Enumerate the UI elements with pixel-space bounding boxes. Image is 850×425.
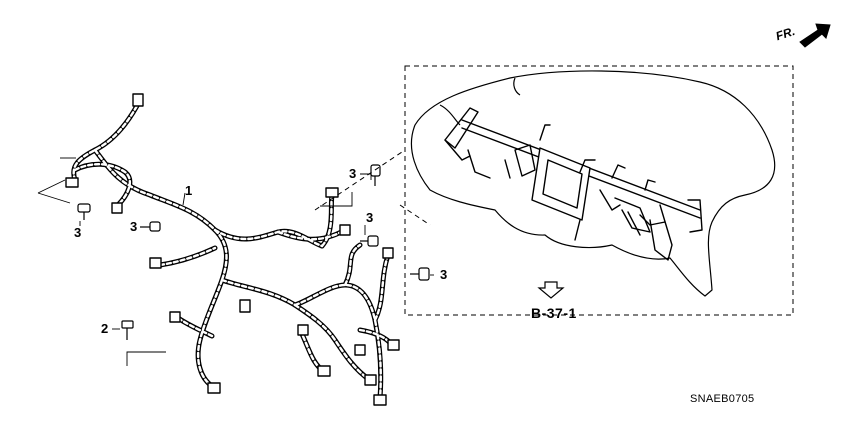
connector [111,202,123,214]
callout-harness: 1 [185,183,193,198]
inset-box [404,65,794,316]
down-arrow-icon [537,281,565,299]
connector [339,224,351,236]
connector [149,257,162,269]
connector [65,177,79,188]
callout-bolt-right: 3 [440,267,448,282]
connector [207,382,221,394]
connector [132,93,144,107]
connector [382,247,394,259]
wire-harness [65,93,400,406]
inset-leader-bottom [399,204,431,226]
connector [354,344,366,356]
callout-bolt-left: 3 [74,225,82,240]
inset-leader-top [314,149,406,211]
connector [373,394,387,406]
connector [364,374,377,386]
callout-bolt-center-left: 3 [130,219,138,234]
connector [169,311,181,323]
leader-lines [37,157,434,366]
connector [239,299,251,313]
connector [317,365,331,377]
dashboard-outline [410,70,776,297]
callout-grommet-bolt: 2 [101,321,109,336]
connector [387,339,400,351]
figure-code: SNAEB0705 [690,393,755,405]
connector [325,187,339,198]
front-direction-arrow-icon [799,23,831,48]
connector [297,324,309,336]
dashboard-frame [444,107,703,261]
callout-bolt-top-right: 3 [349,166,357,181]
callout-bolt-mid-right: 3 [366,210,374,225]
reference-label[interactable]: B-37-1 [531,305,577,321]
bolt-icon [77,164,430,340]
